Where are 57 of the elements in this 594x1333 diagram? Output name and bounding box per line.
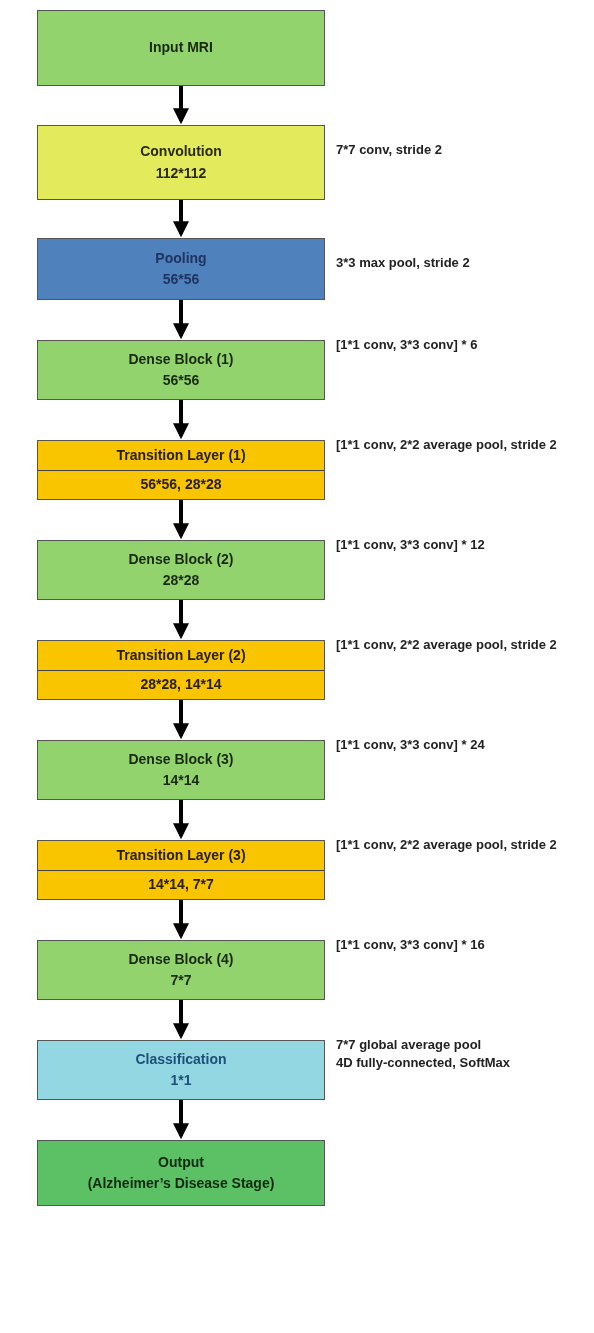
layer-note: [1*1 conv, 2*2 average pool, stride 2 — [336, 436, 558, 454]
process-box — [37, 340, 325, 400]
arrow — [173, 700, 189, 740]
process-box — [37, 238, 325, 300]
arrow — [173, 800, 189, 840]
process-box — [37, 740, 325, 800]
arrow — [173, 1100, 189, 1140]
arrow — [173, 900, 189, 940]
box-subtitle: 1*1 — [169, 1072, 193, 1090]
layer-note: 3*3 max pool, stride 2 — [336, 254, 471, 272]
box-title: Classification — [134, 1050, 228, 1068]
box-title: Output — [157, 1153, 205, 1171]
process-box — [37, 125, 325, 200]
process-box — [37, 10, 325, 86]
box-subtitle: 7*7 — [169, 972, 193, 990]
box-title: Convolution — [139, 143, 223, 161]
box-subtitle: (Alzheimer’s Disease Stage) — [86, 1175, 276, 1193]
arrow — [173, 300, 189, 340]
layer-note: [1*1 conv, 3*3 conv] * 12 — [336, 536, 486, 554]
process-box — [37, 1040, 325, 1100]
layer-note: 4D fully-connected, SoftMax — [336, 1054, 512, 1072]
layer-box — [37, 840, 325, 900]
box-title: Dense Block (2) — [127, 550, 235, 568]
layer-note: [1*1 conv, 3*3 conv] * 24 — [336, 736, 486, 754]
arrow — [173, 200, 189, 238]
box-subtitle: 112*112 — [154, 164, 208, 182]
process-box — [37, 540, 325, 600]
box-title: Dense Block (3) — [127, 750, 235, 768]
layer-note: 7*7 conv, stride 2 — [336, 141, 443, 159]
arrow — [173, 400, 189, 440]
process-box — [37, 1140, 325, 1206]
box-subtitle: 56*56 — [161, 271, 201, 289]
box-title: Input MRI — [148, 39, 214, 57]
box-title: Dense Block (4) — [127, 950, 235, 968]
box-title: Transition Layer (2) — [115, 645, 247, 665]
arrow — [173, 600, 189, 640]
layer-box — [37, 640, 325, 700]
box-subtitle: 56*56, 28*28 — [38, 469, 324, 499]
box-title: Pooling — [154, 249, 208, 267]
box-title: Transition Layer (3) — [115, 845, 247, 865]
box-subtitle: 56*56 — [161, 372, 201, 390]
box-title: Dense Block (1) — [127, 350, 235, 368]
layer-note: [1*1 conv, 3*3 conv] * 6 — [336, 336, 479, 354]
arrow — [173, 500, 189, 540]
box-subtitle: 28*28, 14*14 — [38, 669, 324, 699]
layer-box — [37, 440, 325, 500]
layer-note: [1*1 conv, 3*3 conv] * 16 — [336, 936, 486, 954]
arrow — [173, 1000, 189, 1040]
layer-note: 7*7 global average pool — [336, 1036, 483, 1054]
box-subtitle: 28*28 — [161, 572, 201, 590]
box-title: Transition Layer (1) — [115, 445, 247, 465]
arrow — [173, 86, 189, 125]
box-subtitle: 14*14 — [161, 772, 201, 790]
layer-note: [1*1 conv, 2*2 average pool, stride 2 — [336, 636, 558, 654]
box-subtitle: 14*14, 7*7 — [38, 869, 324, 899]
process-box — [37, 940, 325, 1000]
layer-note: [1*1 conv, 2*2 average pool, stride 2 — [336, 836, 558, 854]
